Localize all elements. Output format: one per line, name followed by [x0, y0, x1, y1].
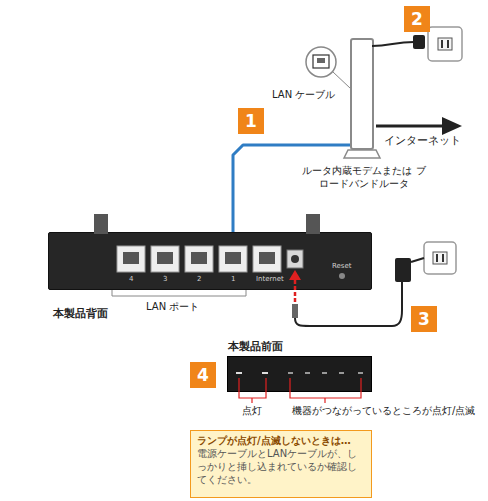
- wall-outlet: [428, 27, 462, 61]
- panel-heading: 本製品背面: [53, 307, 173, 320]
- leader-line: [333, 72, 350, 88]
- internet-port: [253, 246, 281, 272]
- cable-label: LAN ケーブル: [272, 88, 335, 101]
- note-box: ランプが点灯/点滅しないときは…電源ケーブルとLANケーブルが、しっかりと挿し込…: [190, 430, 372, 498]
- lan-port-hole: [225, 252, 241, 264]
- lan-port-hole: [157, 252, 173, 264]
- destination-label: インターネット: [384, 134, 461, 147]
- led-note: 点灯: [242, 404, 262, 417]
- port-number: 1: [231, 275, 235, 283]
- callout-number: 4: [190, 362, 216, 388]
- wall-outlet: [424, 242, 456, 274]
- reset-button: [339, 273, 345, 279]
- lan-port: [151, 246, 179, 272]
- rear-panel: 本製品背面: [48, 232, 372, 290]
- led: [358, 372, 363, 374]
- callout-number: 1: [238, 108, 264, 134]
- dc-cable: [295, 282, 402, 326]
- led-bracket: [251, 398, 252, 403]
- button-name: Reset: [332, 262, 352, 270]
- lan-port: [185, 246, 213, 272]
- dc-plug: [292, 304, 298, 318]
- led: [262, 372, 268, 374]
- port-zoom: [306, 47, 336, 77]
- led: [322, 372, 327, 374]
- outlet-slot: [442, 254, 444, 262]
- callout-number: 2: [404, 6, 430, 32]
- port-icon: [313, 55, 329, 68]
- led: [236, 372, 242, 374]
- led-bracket: [290, 378, 361, 398]
- port-icon-inner: [317, 58, 325, 63]
- led: [339, 372, 344, 374]
- lan-port: [117, 246, 145, 272]
- insert-arrow: [294, 276, 297, 302]
- lan-cable: [233, 145, 350, 232]
- outlet-face: [433, 252, 447, 264]
- antenna: [306, 214, 320, 234]
- led-note: 機器がつながっているところが点灯/点滅: [292, 404, 475, 417]
- insert-arrow-head: [289, 270, 301, 280]
- port-number: 3: [163, 275, 167, 283]
- lan-port: [219, 246, 247, 272]
- outlet-slot: [441, 40, 443, 48]
- front-panel: 本製品前面: [227, 356, 372, 392]
- outlet-face: [438, 38, 452, 50]
- port-number: 2: [197, 275, 201, 283]
- power-cord: [372, 42, 414, 46]
- internet-arrow-head: [442, 117, 462, 135]
- adapter-prong: [411, 258, 424, 262]
- antenna: [94, 214, 108, 234]
- lan-port-hole: [191, 252, 207, 264]
- internet-port-hole: [259, 252, 275, 264]
- connectors: [233, 145, 350, 232]
- lan-port-hole: [123, 252, 139, 264]
- outlet-slot: [436, 254, 438, 262]
- internet-line: [376, 125, 445, 128]
- power-plug: [413, 35, 425, 49]
- note-heading: ランプが点灯/点滅しないときは…: [197, 434, 365, 447]
- led-bracket: [239, 378, 266, 398]
- callout-number: 3: [411, 306, 437, 332]
- modem-stand: [344, 150, 380, 158]
- power-jack: [287, 250, 303, 268]
- modem-box: ルータ内蔵モデムまたは ブロードバンドルータ: [350, 38, 374, 150]
- panel-heading: 本製品前面: [228, 340, 348, 353]
- note-body: 電源ケーブルとLANケーブルが、しっかりと挿し込まれているか確認してください。: [197, 447, 365, 486]
- part-name: LAN ポート: [146, 300, 199, 313]
- ac-adapter: [395, 258, 411, 282]
- led: [288, 372, 293, 374]
- lan-port-bracket: [112, 290, 246, 296]
- led-bracket: [324, 398, 325, 403]
- outlet-slot: [447, 40, 449, 48]
- port-name: Internet: [256, 275, 284, 283]
- led: [305, 372, 310, 374]
- device-name: ルータ内蔵モデムまたは ブロードバンドルータ: [302, 164, 426, 190]
- port-number: 4: [129, 275, 133, 283]
- power-jack-hole: [291, 255, 299, 263]
